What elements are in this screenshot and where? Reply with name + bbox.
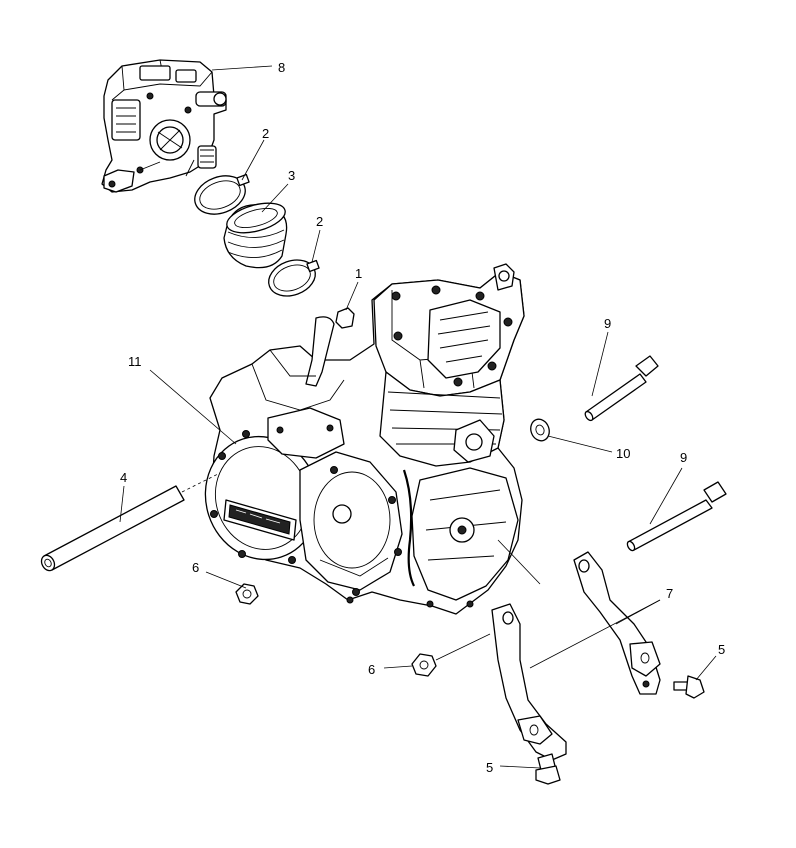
callout-10: 10 [616,446,630,461]
flange-bolt-right [673,675,705,699]
flange-bolt-bottom [535,753,561,785]
lock-washer [530,418,550,442]
callout-9-upper: 9 [604,316,611,331]
flange-nut-left [235,583,259,605]
callout-6-lower: 6 [368,662,375,677]
mounting-shaft [40,485,185,572]
mount-bracket-left [491,603,567,761]
callout-3: 3 [288,168,295,183]
callout-2-lower: 2 [316,214,323,229]
callout-11: 11 [128,354,142,369]
callout-1: 1 [355,266,362,281]
clamp-upper [194,173,250,215]
long-bolt-upper [584,355,659,422]
flange-nut-lower [411,653,437,677]
callout-labels: 8 2 3 2 1 11 9 10 9 4 6 6 7 5 5 [120,60,725,775]
intake-boot [223,202,288,269]
engine-assembly [204,263,525,615]
callout-5-right: 5 [718,642,725,657]
callout-4: 4 [120,470,127,485]
callout-8: 8 [278,60,285,75]
callout-6-left: 6 [192,560,199,575]
callout-7: 7 [666,586,673,601]
callout-2-upper: 2 [262,126,269,141]
small-cap [335,307,355,329]
leader-lines [119,65,717,769]
clamp-lower [268,259,320,297]
throttle-body [101,59,227,193]
long-bolt-lower [626,481,727,552]
callout-9-lower: 9 [680,450,687,465]
callout-5-bottom: 5 [486,760,493,775]
